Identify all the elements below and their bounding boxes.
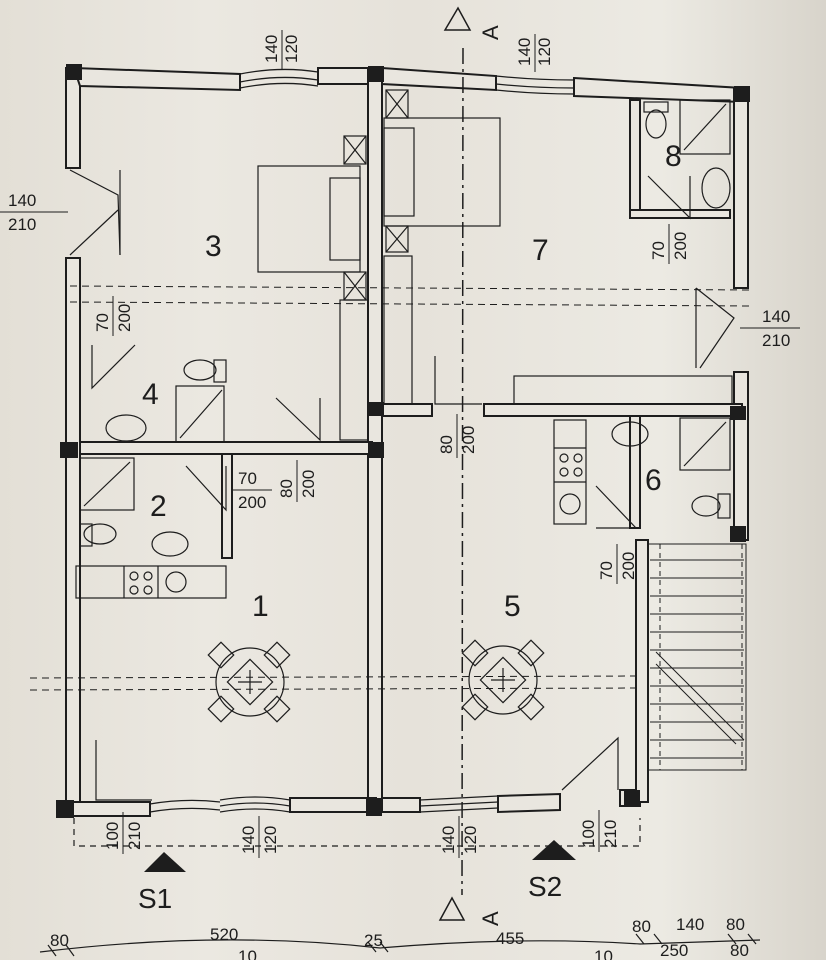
dim-door-bottom-right-w: 100 — [579, 820, 598, 848]
dim-door-room2-h: 200 — [238, 493, 266, 512]
dim-door-right-h: 210 — [762, 331, 790, 350]
section-markers — [144, 840, 576, 872]
dim-door-room8-w: 70 — [649, 241, 668, 260]
room-number-8: 8 — [665, 140, 682, 173]
dim-455: 455 — [496, 929, 524, 948]
columns — [56, 64, 750, 818]
room-number-2: 2 — [150, 490, 167, 523]
room-number-6: 6 — [645, 464, 662, 497]
dim-win-top-mid-h: 120 — [535, 38, 554, 66]
dim-10-a: 10 — [238, 947, 257, 960]
dim-80-r2: 80 — [726, 915, 745, 934]
windows — [149, 68, 575, 813]
room-number-3: 3 — [205, 230, 222, 263]
room-number-5: 5 — [504, 590, 521, 623]
dim-door-room2-w: 70 — [238, 469, 257, 488]
dimension-lines — [39, 818, 761, 957]
dim-door-room6-w: 70 — [597, 561, 616, 580]
s2-marker-icon — [532, 840, 576, 860]
dim-door-bottom-left-w: 100 — [103, 822, 122, 850]
dim-door-room6-h: 200 — [619, 552, 638, 580]
section-s1-label: S1 — [138, 883, 172, 914]
dim-10-b: 10 — [594, 947, 613, 960]
dim-door-hall-h: 200 — [459, 426, 478, 454]
room-number-4: 4 — [142, 378, 159, 411]
dim-door-room4-w: 70 — [93, 313, 112, 332]
dim-door-room1-3-h: 200 — [299, 470, 318, 498]
dim-win-top-mid-w: 140 — [515, 38, 534, 66]
dim-520: 520 — [210, 925, 238, 944]
dim-80-r3: 80 — [730, 941, 749, 960]
room-number-1: 1 — [252, 590, 269, 623]
dim-80-r1: 80 — [632, 917, 651, 936]
dim-door-bottom-right-h: 210 — [601, 820, 620, 848]
dim-win-bottom-left-w: 140 — [239, 826, 258, 854]
dim-door-room1-3-w: 80 — [277, 479, 296, 498]
dim-door-room8-h: 200 — [671, 232, 690, 260]
dim-win-bottom-left-h: 120 — [261, 826, 280, 854]
dim-win-left-w: 140 — [8, 191, 36, 210]
dim-140-r: 140 — [676, 915, 704, 934]
furniture — [75, 89, 733, 723]
section-axis-a — [438, 6, 472, 921]
dim-250: 250 — [660, 941, 688, 960]
beam-lines — [29, 285, 751, 691]
room-number-7: 7 — [532, 234, 549, 267]
dim-door-hall-w: 80 — [437, 435, 456, 454]
dim-80-left: 80 — [50, 931, 69, 950]
section-s2-label: S2 — [528, 871, 562, 902]
doors — [69, 169, 735, 801]
staircase — [647, 543, 747, 771]
section-a-top: A — [478, 25, 503, 40]
dim-door-bottom-left-h: 210 — [125, 822, 144, 850]
s1-marker-icon — [144, 852, 186, 872]
dim-25: 25 — [364, 931, 383, 950]
dim-win-bottom-mid-w: 140 — [439, 826, 458, 854]
dim-win-top-left-w: 140 — [262, 35, 281, 63]
labels: 3 4 2 1 5 6 7 8 140 210 140 120 140 120 … — [0, 25, 800, 960]
dim-door-room4-h: 200 — [115, 304, 134, 332]
dim-win-top-left-h: 120 — [282, 35, 301, 63]
dim-win-bottom-mid-h: 120 — [461, 826, 480, 854]
dim-door-right-w: 140 — [762, 307, 790, 326]
dim-win-left-h: 210 — [8, 215, 36, 234]
section-a-bottom: A — [478, 911, 503, 926]
